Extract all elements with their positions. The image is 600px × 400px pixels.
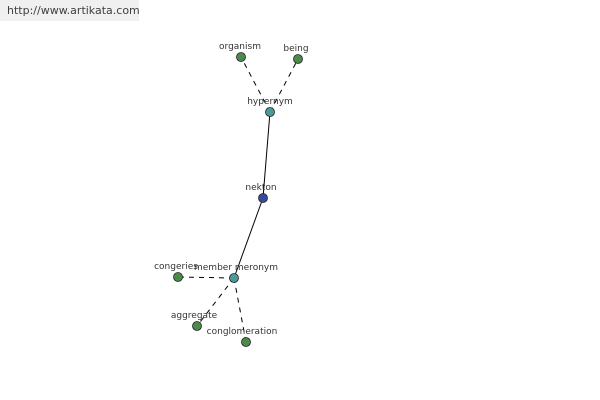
label-being: being [283, 44, 308, 54]
edge-member-meronym-congeries [177, 276, 235, 279]
edge-member-meronym-aggregate [196, 277, 235, 327]
label-congeries: congeries [154, 262, 198, 272]
node-organism[interactable] [236, 52, 246, 62]
label-aggregate: aggregate [171, 311, 218, 321]
url-text[interactable]: http://www.artikata.com [7, 4, 140, 17]
node-hypernym[interactable] [265, 107, 275, 117]
label-nekton: nekton [245, 183, 276, 193]
label-hypernym: hypernym [247, 97, 293, 107]
node-nekton[interactable] [258, 193, 268, 203]
edge-hypernym-organism [240, 56, 271, 113]
node-being[interactable] [293, 54, 303, 64]
node-aggregate[interactable] [192, 321, 202, 331]
label-organism: organism [219, 42, 261, 52]
label-conglomeration: conglomeration [207, 327, 278, 337]
edge-nekton-member-meronym [233, 197, 264, 279]
node-conglomeration[interactable] [241, 337, 251, 347]
node-congeries[interactable] [173, 272, 183, 282]
node-member-meronym[interactable] [229, 273, 239, 283]
url-banner: http://www.artikata.com [0, 0, 140, 21]
label-member-meronym: member meronym [194, 263, 278, 273]
edge-nekton-hypernym [262, 111, 271, 199]
edge-member-meronym-conglomeration [233, 277, 247, 343]
